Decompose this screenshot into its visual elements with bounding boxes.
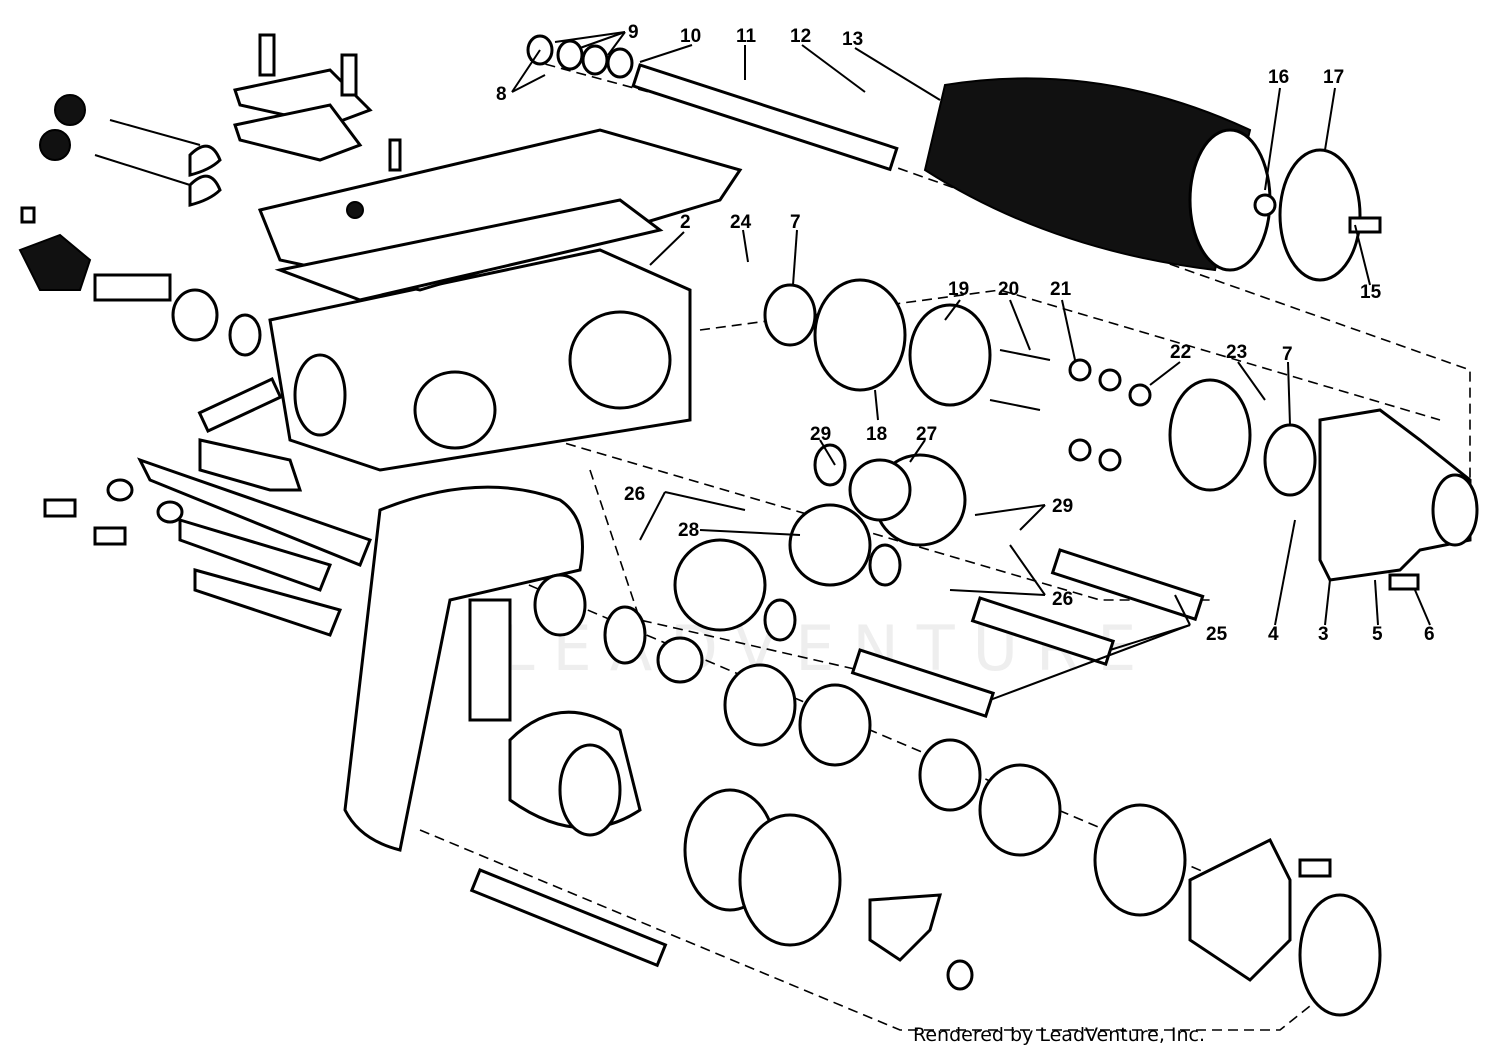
left-brackets: [43, 377, 372, 637]
right-housing-cover: [1318, 408, 1479, 591]
callout-19: 19: [948, 279, 969, 300]
callout-13: 13: [842, 29, 863, 50]
callout-7-right: 7: [1282, 344, 1293, 365]
callout-21: 21: [1050, 279, 1072, 300]
callout-2: 2: [680, 212, 691, 233]
belt-guard: [343, 485, 584, 852]
callout-23: 23: [1226, 342, 1247, 363]
callout-17: 17: [1323, 67, 1344, 88]
callout-18: 18: [866, 424, 887, 445]
callout-4: 4: [1268, 624, 1279, 645]
callout-8: 8: [496, 84, 507, 105]
callout-16: 16: [1268, 67, 1289, 88]
gear-housing: [257, 128, 743, 472]
roller-drum: [526, 34, 1382, 282]
callout-12: 12: [790, 26, 811, 47]
middle-gear-cluster: [533, 443, 967, 684]
shaft-pins: [850, 548, 1205, 718]
callout-7-upper: 7: [790, 212, 801, 233]
callout-20: 20: [998, 279, 1019, 300]
callout-9: 9: [628, 22, 639, 43]
callout-29-right: 29: [1052, 496, 1073, 517]
callout-28: 28: [678, 520, 699, 541]
credit-text: Rendered by LeadVenture, Inc.: [913, 1024, 1206, 1046]
callout-22: 22: [1170, 342, 1191, 363]
callout-15: 15: [1360, 282, 1382, 303]
callout-26-left: 26: [624, 484, 645, 505]
callout-10: 10: [680, 26, 701, 47]
callout-29-upper: 29: [810, 424, 831, 445]
clutch-assembly: [468, 598, 1382, 1017]
callouts: 2 3 4 5 6 7 7 8 9 10 11 12 13 15 16 17 1…: [496, 22, 1435, 645]
callout-24: 24: [730, 212, 752, 233]
callout-11: 11: [736, 26, 757, 47]
callout-6: 6: [1424, 624, 1435, 645]
callout-leaders: [511, 31, 1431, 701]
callout-5: 5: [1372, 624, 1383, 645]
top-cover-plates: [39, 33, 402, 207]
callout-3: 3: [1318, 624, 1329, 645]
callout-25: 25: [1206, 624, 1228, 645]
left-input-shaft: [18, 206, 262, 357]
callout-27: 27: [916, 424, 937, 445]
upper-gear-assembly: [763, 278, 1317, 497]
callout-26-right: 26: [1052, 589, 1073, 610]
